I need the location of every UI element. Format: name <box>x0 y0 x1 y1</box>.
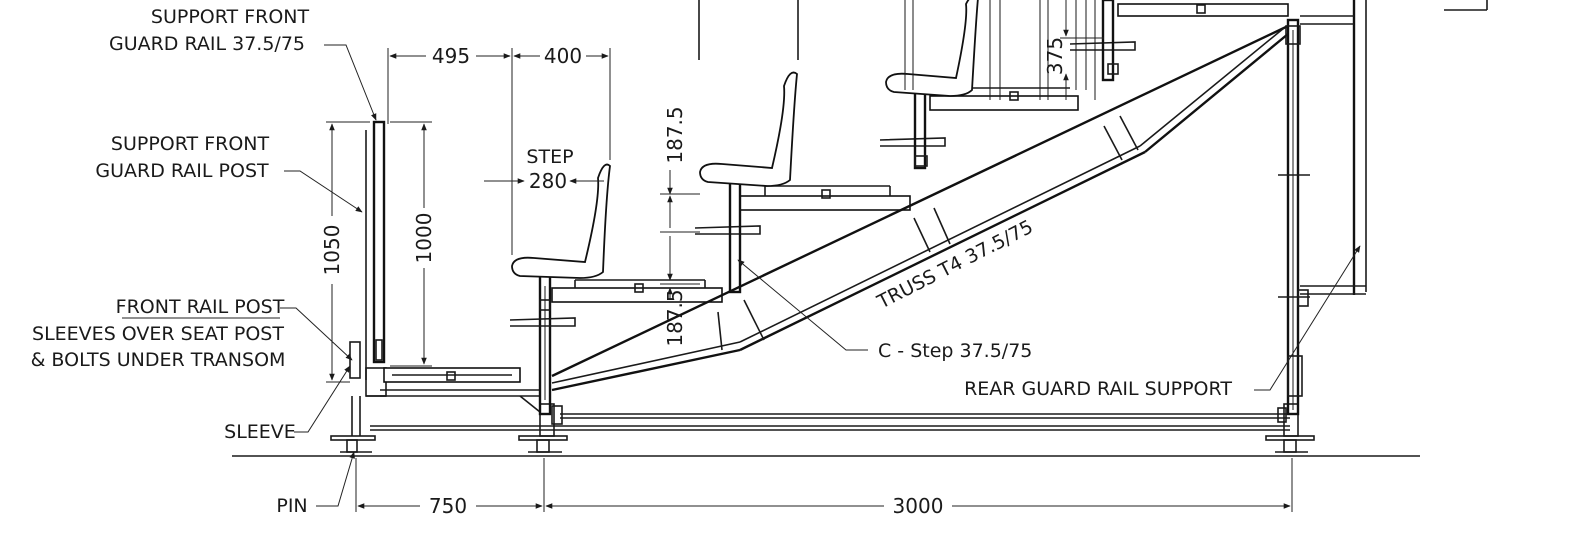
leader-rear-guard-rail-support <box>1254 245 1361 391</box>
base-jack-middle <box>518 403 568 453</box>
dim-187-bottom-text: 187.5 <box>663 289 687 346</box>
dim-3000-text: 3000 <box>893 494 944 518</box>
label-support-front-post-2: GUARD RAIL POST <box>95 160 269 182</box>
dim-280-text: 280 <box>529 169 567 193</box>
dim-375-text: 375 <box>1043 37 1067 75</box>
dim-187-vertical <box>660 170 700 300</box>
truss-t4 <box>551 24 1289 392</box>
dim-750-3000 <box>355 458 1293 512</box>
label-rear-guard-rail-support: REAR GUARD RAIL SUPPORT <box>964 378 1232 400</box>
front-bay-frame <box>380 367 541 413</box>
tread-row-2 <box>694 180 911 294</box>
dim-400-text: 400 <box>544 44 582 68</box>
leader-pin <box>316 451 355 507</box>
seat-row-1 <box>511 163 611 279</box>
leader-support-guard-rail <box>324 44 377 121</box>
dim-1050 <box>326 121 370 383</box>
label-support-front-guard-rail-1: SUPPORT FRONT <box>151 6 310 28</box>
label-sleeve: SLEEVE <box>224 421 296 443</box>
tread-row-1 <box>509 279 723 327</box>
base-jack-rear <box>1265 403 1315 453</box>
label-support-front-post-1: SUPPORT FRONT <box>111 133 270 155</box>
step-label: STEP <box>526 146 573 168</box>
rear-post <box>1278 18 1310 416</box>
label-sleeves-over-seat-post: SLEEVES OVER SEAT POST <box>32 323 284 345</box>
rear-guard-rail <box>1297 0 1367 307</box>
dim-1000-text: 1000 <box>412 213 436 264</box>
label-front-rail-post: FRONT RAIL POST <box>116 296 285 318</box>
front-guard-rail-post <box>349 120 387 397</box>
rear-rail-grid <box>904 0 1096 100</box>
dim-375 <box>1060 0 1104 100</box>
leader-c-step <box>737 259 868 351</box>
label-pin: PIN <box>276 495 307 517</box>
label-c-step: C - Step 37.5/75 <box>878 340 1032 362</box>
dim-1050-text: 1050 <box>320 225 344 276</box>
label-bolts-under-transom: & BOLTS UNDER TRANSOM <box>31 349 286 371</box>
label-support-front-guard-rail-2: GUARD RAIL 37.5/75 <box>109 33 305 55</box>
dim-1000 <box>390 121 432 367</box>
dim-750-text: 750 <box>429 494 467 518</box>
seat-post-row-1 <box>538 274 552 416</box>
dim-187-top-text: 187.5 <box>663 106 687 163</box>
leader-support-front-post <box>284 170 363 213</box>
seat-row-2 <box>699 71 798 187</box>
base-jack-front <box>330 396 376 453</box>
tread-row-3 <box>879 86 1079 170</box>
seat-row-3 <box>885 0 979 97</box>
tread-row-4 <box>1069 0 1289 82</box>
leader-sleeve <box>294 365 351 433</box>
dim-495-400 <box>387 48 611 255</box>
leader-front-rail-post <box>280 307 353 361</box>
dim-495-text: 495 <box>432 44 470 68</box>
